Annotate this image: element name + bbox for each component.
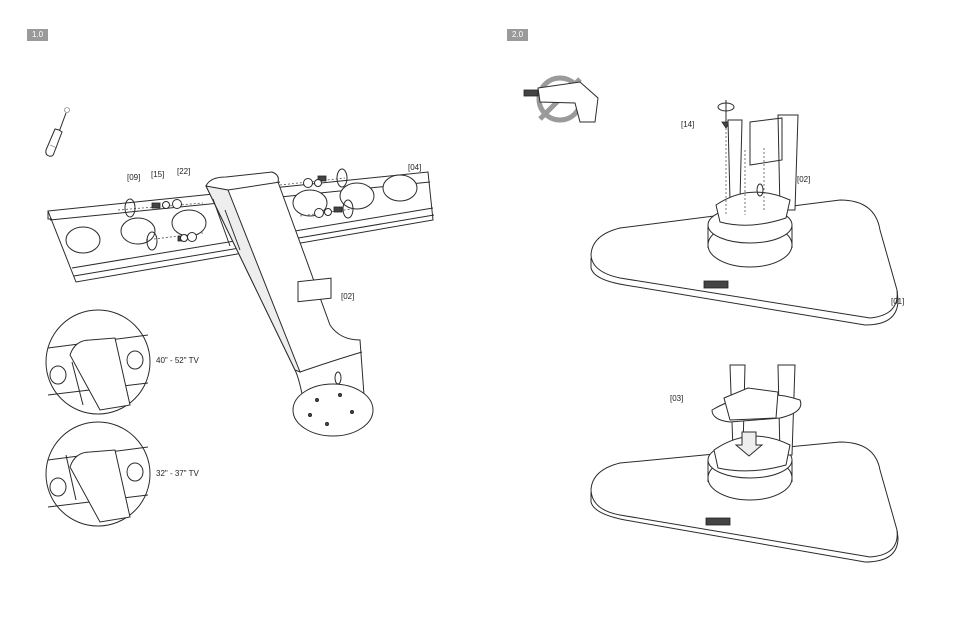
screw-set-left [117, 198, 204, 251]
column-02-step2 [715, 114, 799, 226]
column-02-step1 [205, 171, 374, 437]
part-label-22: [22] [177, 167, 191, 176]
part-label-14: [14] [681, 120, 695, 129]
step-1-badge: 1.0 [27, 29, 49, 41]
part-label-03: [03] [670, 394, 684, 403]
part-label-02-step2: [02] [797, 175, 811, 184]
part-label-02-step1: [02] [341, 292, 355, 301]
screwdriver-icon [45, 107, 70, 157]
step-2-badge: 2.0 [507, 29, 529, 41]
base-plate-01-upper [590, 199, 899, 326]
cover-03 [711, 364, 802, 472]
part-label-09: [09] [127, 173, 141, 182]
detail-circle-large-tv [45, 309, 151, 415]
detail-circle-small-tv [45, 421, 151, 527]
tv-size-small-caption: 32" - 37" TV [156, 469, 199, 478]
part-label-15: [15] [151, 170, 165, 179]
no-power-drill-icon [523, 75, 599, 123]
part-label-04: [04] [408, 163, 422, 172]
screw-set-right [279, 168, 354, 219]
tv-size-large-caption: 40" - 52" TV [156, 356, 199, 365]
part-label-01: [01] [891, 297, 905, 306]
